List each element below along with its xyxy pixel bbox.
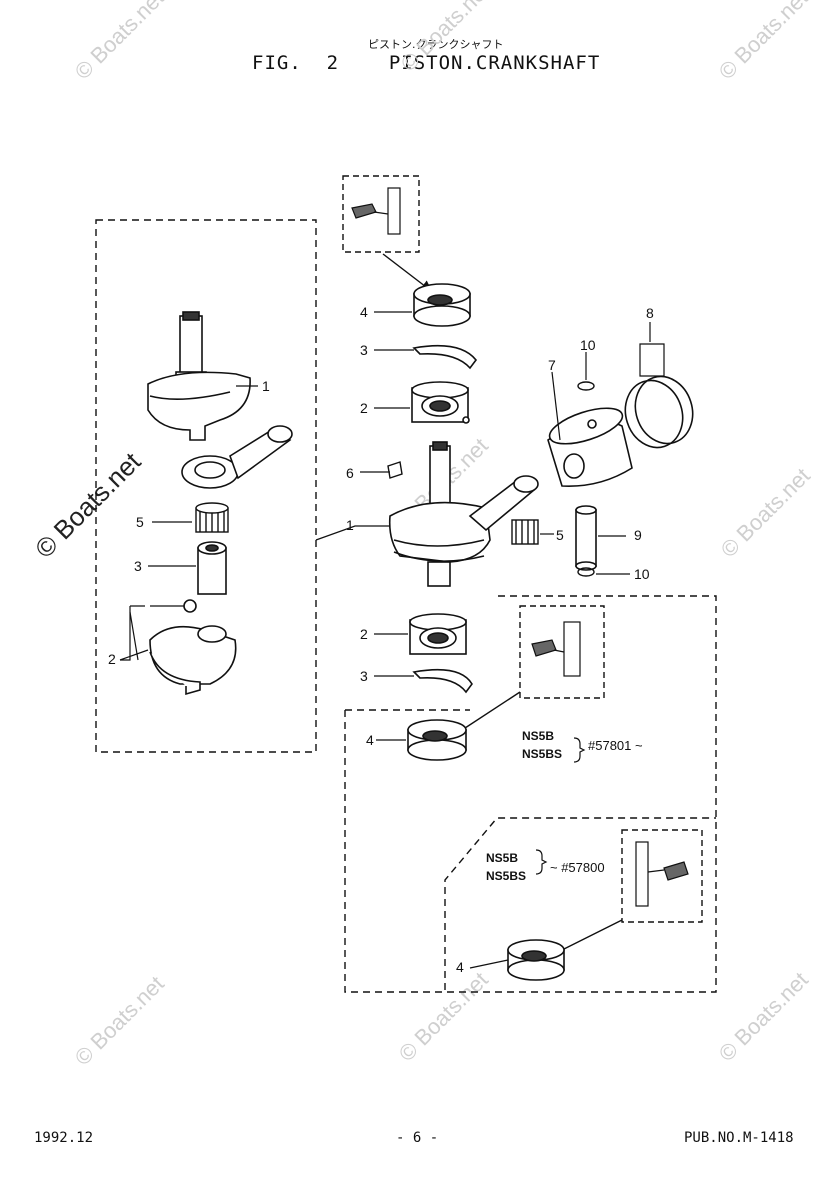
callout-4: 4 <box>366 732 374 748</box>
serial-brace <box>573 737 586 763</box>
callout-5: 5 <box>556 527 564 543</box>
serial-model-b: NS5BS <box>486 869 526 883</box>
ball-bearing-lower <box>409 613 467 655</box>
callout-6: 6 <box>346 465 354 481</box>
callout-10: 10 <box>634 566 650 582</box>
callout-2: 2 <box>360 400 368 416</box>
oil-seal-top <box>413 283 471 327</box>
center-connecting-rod <box>468 475 539 532</box>
left-assembly-frame <box>95 219 317 753</box>
callout-4: 4 <box>360 304 368 320</box>
callout-2: 2 <box>108 651 116 667</box>
figure-name: PISTON.CRANKSHAFT <box>388 52 601 74</box>
callout-1: 1 <box>346 517 354 533</box>
seal-detail-bottom-drawing <box>635 841 689 907</box>
callout-3: 3 <box>360 668 368 684</box>
oil-seal-detail-top <box>342 175 420 253</box>
callout-4: 4 <box>456 959 464 975</box>
serial-brace <box>535 849 548 875</box>
oil-seal-lower <box>407 719 467 761</box>
piston-ring-set <box>624 375 694 449</box>
serial-model-a: NS5B <box>486 851 518 865</box>
circlip-top <box>412 344 478 370</box>
variant-frame-upper <box>344 595 717 993</box>
center-needle-bearing <box>511 519 539 545</box>
callout-2: 2 <box>360 626 368 642</box>
callout-1: 1 <box>262 378 270 394</box>
callout-7: 7 <box>548 357 556 373</box>
footer-date: 1992.12 <box>34 1130 94 1146</box>
circlip-lower <box>412 668 473 694</box>
footer-publication-number: PUB.NO.M-1418 <box>684 1130 794 1146</box>
piston-pin <box>575 505 597 571</box>
oil-seal-bottom <box>507 939 565 981</box>
left-needle-bearing <box>195 502 229 533</box>
left-crankshaft-lower <box>149 599 237 696</box>
serial-model-a: NS5B <box>522 729 554 743</box>
oil-seal-detail-mid <box>519 605 605 699</box>
callout-5: 5 <box>136 514 144 530</box>
variant-frame-lower <box>444 817 716 990</box>
oil-seal-detail-bottom <box>621 829 703 923</box>
woodruff-key <box>387 461 403 479</box>
left-crankshaft-upper <box>147 311 251 441</box>
callout-3: 3 <box>360 342 368 358</box>
piston <box>547 407 633 487</box>
callout-3: 3 <box>134 558 142 574</box>
left-crank-pin <box>197 541 227 595</box>
serial-range: ~ #57800 <box>550 860 605 875</box>
seal-detail-top-drawing <box>351 187 401 235</box>
callout-9: 9 <box>634 527 642 543</box>
ball-bearing-top <box>411 381 470 424</box>
seal-detail-mid-drawing <box>531 621 581 677</box>
footer-page-number: - 6 - <box>396 1130 439 1146</box>
title-japanese: ピストン.クランクシャフト <box>368 38 504 51</box>
serial-model-b: NS5BS <box>522 747 562 761</box>
figure-number: FIG. 2 <box>252 52 340 74</box>
callout-8: 8 <box>646 305 654 321</box>
piston-pin-clip <box>577 381 595 577</box>
serial-range: #57801 ~ <box>588 738 643 753</box>
figure-title: FIG. 2 PISTON.CRANKSHAFT <box>252 52 600 74</box>
left-connecting-rod <box>181 425 293 489</box>
callout-10: 10 <box>580 337 596 353</box>
center-crankshaft <box>388 441 491 587</box>
